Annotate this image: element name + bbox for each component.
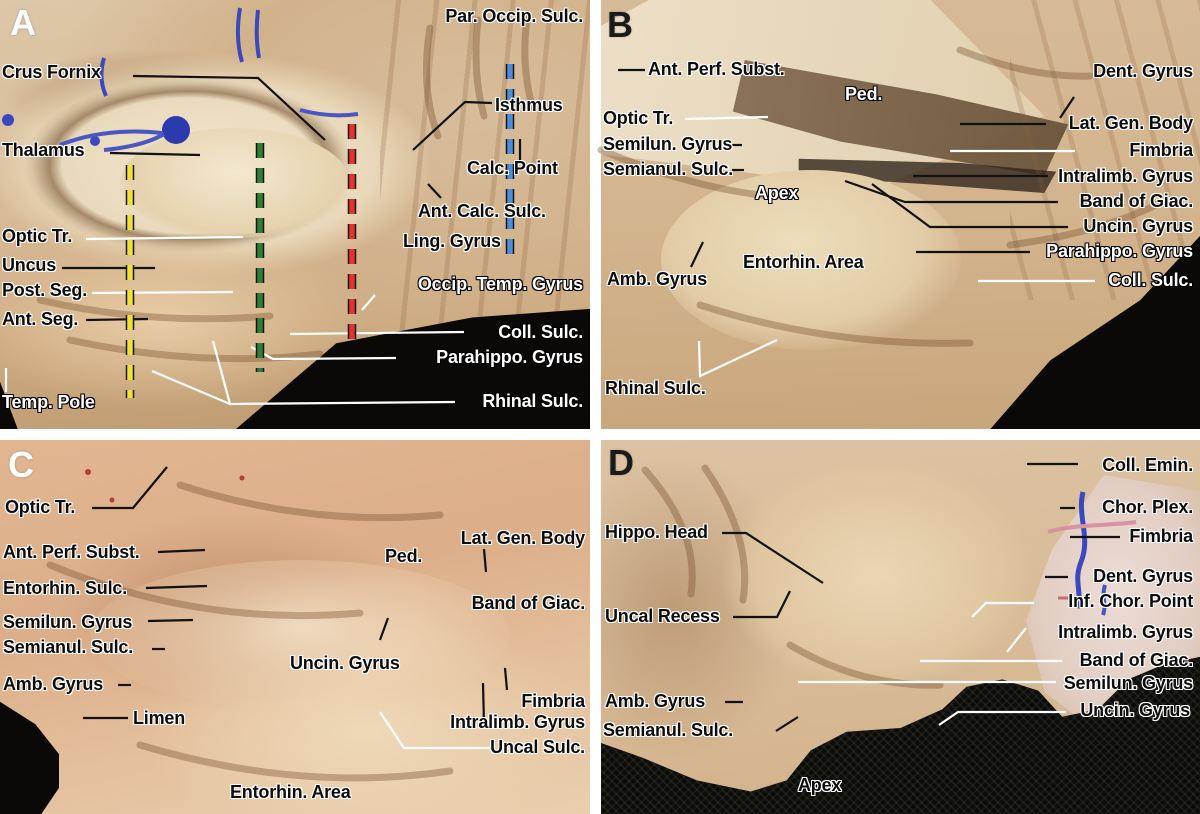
anatomy-label: Ant. Perf. Subst. bbox=[3, 542, 140, 562]
panel-letter-B: B bbox=[607, 4, 633, 45]
thalamus-highlight bbox=[120, 128, 350, 238]
anatomy-label: Chor. Plex. bbox=[1102, 497, 1193, 517]
anatomy-label: Hippo. Head bbox=[605, 522, 708, 542]
anatomy-label: Entorhin. Area bbox=[743, 252, 864, 272]
anatomy-label: Uncin. Gyrus bbox=[290, 653, 400, 673]
anatomy-label: Dent. Gyrus bbox=[1093, 61, 1193, 81]
anatomy-label: Amb. Gyrus bbox=[605, 691, 706, 711]
anatomy-label: Fimbria bbox=[1129, 140, 1193, 160]
anatomy-label: Dent. Gyrus bbox=[1093, 566, 1193, 586]
anatomy-label: Amb. Gyrus bbox=[607, 269, 708, 289]
anatomy-label: Crus Fornix bbox=[2, 62, 101, 82]
anatomy-label: Rhinal Sulc. bbox=[482, 391, 583, 411]
anatomy-label: Lat. Gen. Body bbox=[1068, 113, 1193, 133]
anatomy-label: Intralimb. Gyrus bbox=[1058, 622, 1193, 642]
anatomy-label: Ling. Gyrus bbox=[403, 231, 501, 251]
anatomy-label: Fimbria bbox=[521, 691, 585, 711]
anatomy-label: Limen bbox=[133, 708, 186, 728]
anatomy-label: Semianul. Sulc. bbox=[603, 159, 734, 179]
anatomy-label: Temp. Pole bbox=[2, 392, 95, 412]
anatomy-label: Apex bbox=[755, 183, 799, 203]
anatomy-label: Uncus bbox=[2, 255, 57, 275]
anatomy-label: Amb. Gyrus bbox=[3, 674, 104, 694]
anatomy-label: Uncal Sulc. bbox=[490, 737, 585, 757]
anatomy-label: Optic Tr. bbox=[2, 226, 73, 246]
anatomy-label: Band of Giac. bbox=[471, 593, 586, 613]
anatomy-label: Optic Tr. bbox=[5, 497, 76, 517]
anatomy-label: Rhinal Sulc. bbox=[605, 378, 706, 398]
anatomy-label: Intralimb. Gyrus bbox=[1058, 166, 1193, 186]
anatomy-label: Semilun. Gyrus bbox=[3, 612, 133, 632]
anatomy-label: Occip. Temp. Gyrus bbox=[417, 274, 583, 294]
anatomy-label: Semianul. Sulc. bbox=[603, 720, 734, 740]
anatomy-label: Semianul. Sulc. bbox=[3, 637, 134, 657]
anatomy-label: Parahippo. Gyrus bbox=[1046, 241, 1193, 261]
anatomy-label: Ant. Seg. bbox=[2, 309, 79, 329]
panel-letter-C: C bbox=[8, 444, 34, 485]
anatomy-label: Apex bbox=[798, 775, 842, 795]
anatomy-label: Band of Giac. bbox=[1079, 650, 1194, 670]
anatomy-label: Optic Tr. bbox=[603, 108, 674, 128]
uncal-ridge-highlight bbox=[90, 560, 510, 710]
anatomy-label: Ped. bbox=[845, 84, 883, 104]
anatomy-label: Par. Occip. Sulc. bbox=[445, 6, 583, 26]
anatomy-label: Semilun. Gyrus bbox=[603, 134, 733, 154]
panel-letter-D: D bbox=[608, 442, 634, 483]
anatomy-label: Thalamus bbox=[2, 140, 85, 160]
anatomy-label: Semilun. Gyrus bbox=[1063, 673, 1193, 693]
anatomy-label: Uncal Recess bbox=[605, 606, 720, 626]
anatomy-label: Post. Seg. bbox=[2, 280, 88, 300]
anatomy-label: Coll. Sulc. bbox=[498, 322, 583, 342]
anatomy-label: Coll. Sulc. bbox=[1108, 270, 1193, 290]
panel-letter-A: A bbox=[10, 2, 36, 43]
anatomy-label: Ant. Calc. Sulc. bbox=[418, 201, 546, 221]
anatomy-label: Isthmus bbox=[495, 95, 563, 115]
anatomy-label: Band of Giac. bbox=[1079, 191, 1194, 211]
anatomy-label: Entorhin. Area bbox=[230, 782, 351, 802]
anatomy-label: Uncin. Gyrus bbox=[1083, 216, 1193, 236]
anatomy-label: Coll. Emin. bbox=[1102, 455, 1193, 475]
anatomy-label: Entorhin. Sulc. bbox=[3, 578, 128, 598]
anatomy-label: Ant. Perf. Subst. bbox=[648, 59, 785, 79]
anatomy-label: Intralimb. Gyrus bbox=[450, 712, 585, 732]
anatomy-label: Lat. Gen. Body bbox=[460, 528, 585, 548]
anatomy-label: Fimbria bbox=[1129, 526, 1193, 546]
anatomy-label: Uncin. Gyrus bbox=[1080, 700, 1190, 720]
anatomy-label: Ped. bbox=[385, 546, 423, 566]
anatomy-label: Calc. Point bbox=[467, 158, 558, 178]
anatomy-label: Parahippo. Gyrus bbox=[436, 347, 583, 367]
anatomy-label: Inf. Chor. Point bbox=[1068, 591, 1193, 611]
